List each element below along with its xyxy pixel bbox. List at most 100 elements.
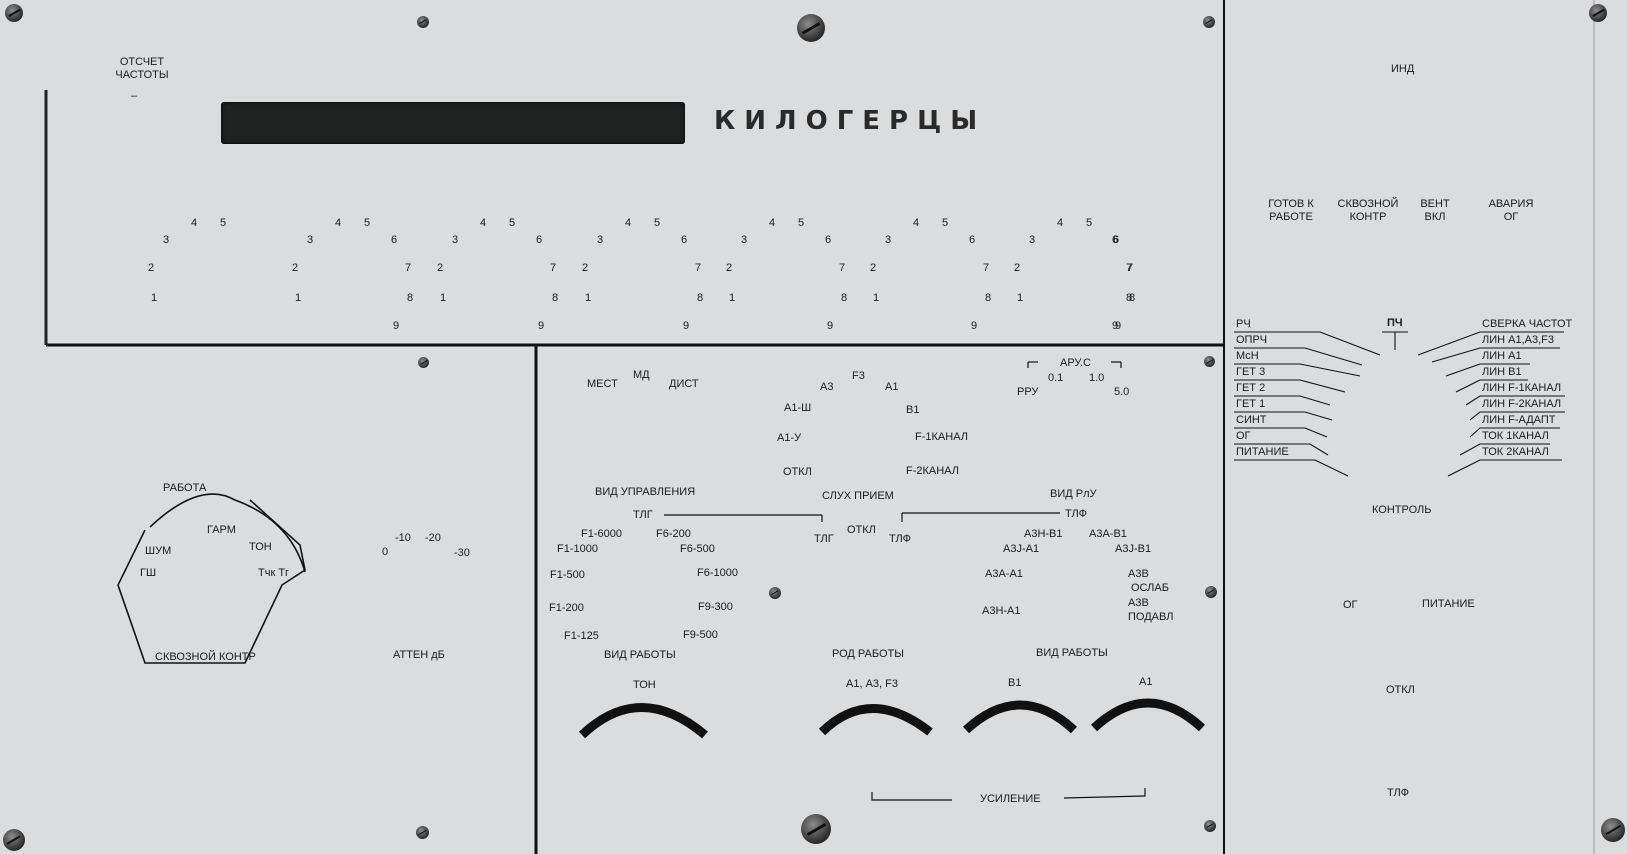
dial-number: 6 <box>1113 234 1120 246</box>
mode-item-label: Тчк Тг <box>258 567 290 579</box>
sideband-mode-selector-switch[interactable] <box>975 520 1175 630</box>
dial-number: 5 <box>509 217 516 229</box>
atten-value: 0 <box>382 546 389 558</box>
kontrol-label: КОНТРОЛЬ <box>1372 504 1432 516</box>
dial-number: 4 <box>625 217 632 229</box>
rx-type-label: А3 <box>820 381 834 393</box>
work-mode-label: F6-500 <box>680 543 715 555</box>
signal-source-item: ГЕТ 2 <box>1236 382 1266 394</box>
dial-number: 8 <box>697 292 704 304</box>
screw-icon <box>1203 16 1215 28</box>
vid-upravlenia-label: ВИД УПРАВЛЕНИЯ <box>595 486 696 498</box>
dial-number: 2 <box>582 262 589 274</box>
work-mode-label: А3В <box>1128 597 1149 609</box>
screw-icon <box>1589 4 1607 22</box>
dial-number: 8 <box>1126 292 1133 304</box>
screw-icon <box>769 587 781 599</box>
tlg-label: ТЛГ <box>633 509 653 521</box>
pch-label: ПЧ <box>1387 317 1403 329</box>
screw-icon <box>801 814 831 844</box>
display-digit <box>639 108 659 138</box>
rod-raboty-label: РОД РАБОТЫ <box>832 648 904 660</box>
dial-number: 8 <box>1129 292 1136 304</box>
mode-item-label: ТОН <box>249 541 272 553</box>
ton-knob[interactable] <box>584 700 704 740</box>
mode-selector-switch[interactable] <box>160 500 300 580</box>
gain-a1-label: А1 <box>1139 676 1153 688</box>
atten-selector-switch[interactable] <box>380 520 480 560</box>
dial-number: 2 <box>437 262 444 274</box>
dial-number: 9 <box>1115 320 1122 332</box>
md-label: МД <box>633 369 650 381</box>
dial-number: 9 <box>683 320 690 332</box>
signal-source-item: СИНТ <box>1236 414 1267 426</box>
rx-type-selector-switch[interactable] <box>760 370 960 480</box>
work-mode-label: А3А-А1 <box>985 568 1023 580</box>
aru-value: 1.0 <box>1089 372 1105 384</box>
control-selector-switch[interactable] <box>1380 330 1410 360</box>
dial-number: 6 <box>969 234 976 246</box>
tlg-switch-label: ТЛГ <box>814 533 834 545</box>
rx-type-label: ОТКЛ <box>783 466 812 478</box>
rx-type-label: А1 <box>885 381 899 393</box>
dial-number: 9 <box>538 320 545 332</box>
screw-icon <box>1601 818 1625 842</box>
screw-icon <box>3 829 25 851</box>
dial-number: 6 <box>825 234 832 246</box>
work-mode-label: F1-200 <box>549 602 584 614</box>
work-mode-label: А3В <box>1128 568 1149 580</box>
screw-icon <box>797 14 825 42</box>
gain-b1-knob[interactable] <box>966 698 1074 734</box>
dial-number: 4 <box>1057 217 1064 229</box>
mest-label: МЕСТ <box>587 378 618 390</box>
dial-number: 2 <box>870 262 877 274</box>
gain-a1-knob[interactable] <box>1094 696 1202 732</box>
dial-number: 5 <box>942 217 949 229</box>
signal-source-item: МсН <box>1236 350 1259 362</box>
dial-number: 3 <box>307 234 314 246</box>
mode-item-label: ГШ <box>140 567 157 579</box>
work-mode-label: ОСЛАБ <box>1131 582 1169 594</box>
tlf-label: ТЛФ <box>1065 508 1087 520</box>
atten-value: -20 <box>425 532 441 544</box>
display-digit <box>379 108 399 138</box>
tlf-label: ТЛФ <box>1387 787 1409 799</box>
screw-icon <box>418 357 429 368</box>
dial-number: 9 <box>393 320 400 332</box>
screw-icon <box>417 16 429 28</box>
dial-number: 1 <box>873 292 880 304</box>
freq-readout-dash: – <box>131 90 138 102</box>
dial-number: 2 <box>148 262 155 274</box>
work-mode-label: А3J-В1 <box>1115 543 1152 555</box>
work-mode-label: А3Н-В1 <box>1024 528 1063 540</box>
work-mode-selector-switch[interactable] <box>540 520 760 650</box>
status-label: СКВОЗНОЙ КОНТР <box>1337 198 1399 223</box>
dial-number: 6 <box>1112 234 1119 246</box>
signal-source-item: ГЕТ 3 <box>1236 366 1266 378</box>
signal-source-item: РЧ <box>1236 318 1251 330</box>
dial-number: 2 <box>1014 262 1021 274</box>
vid-raboty-label: ВИД РАБОТЫ <box>1036 647 1108 659</box>
dial-number: 9 <box>1112 320 1119 332</box>
dial-number: 3 <box>741 234 748 246</box>
dial-number: 4 <box>480 217 487 229</box>
gain-a1a3f3-knob[interactable] <box>822 700 930 736</box>
dial-number: 2 <box>292 262 299 274</box>
sluh-priem-label: СЛУХ ПРИЕМ <box>822 490 894 502</box>
frequency-display <box>221 102 685 144</box>
dial-number: 1 <box>1017 292 1024 304</box>
dial-number: 3 <box>452 234 459 246</box>
rx-type-label: А1-У <box>777 432 802 444</box>
dial-number: 1 <box>440 292 447 304</box>
work-mode-label: F6-1000 <box>697 567 738 579</box>
work-mode-label: F9-300 <box>698 601 733 613</box>
dist-label: ДИСТ <box>669 378 699 390</box>
og-label: ОГ <box>1343 599 1358 611</box>
dial-number: 5 <box>654 217 661 229</box>
line-monitor-item: СВЕРКА ЧАСТОТ <box>1482 318 1573 330</box>
dial-number: 6 <box>536 234 543 246</box>
line-monitor-item: ТОК 1КАНАЛ <box>1482 430 1549 442</box>
aru-value: 5.0 <box>1114 386 1130 398</box>
status-label: АВАРИЯ ОГ <box>1488 198 1534 223</box>
dial-number: 3 <box>885 234 892 246</box>
